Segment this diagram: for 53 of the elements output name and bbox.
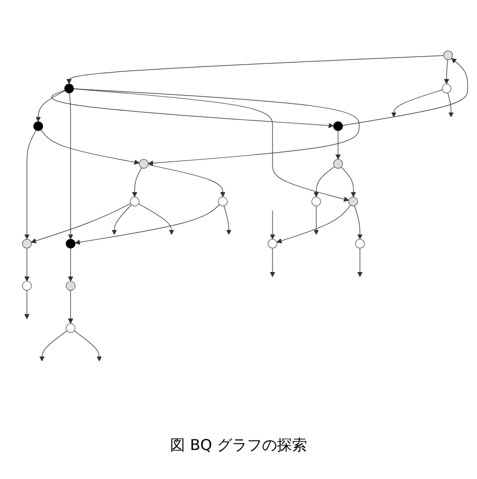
node-circle <box>310 196 321 206</box>
node-circle <box>65 238 75 248</box>
node-circle <box>217 196 228 206</box>
arrow <box>72 88 359 166</box>
figure-caption: 図 BQ グラフの探索 <box>170 436 307 455</box>
arrow <box>73 330 102 362</box>
arrow <box>390 89 442 118</box>
arrow <box>40 129 139 165</box>
arrow <box>111 204 132 235</box>
arrow <box>147 164 225 198</box>
arrow <box>30 203 130 244</box>
arrow <box>66 55 444 84</box>
node-circle <box>267 238 277 248</box>
node-circle <box>348 196 358 206</box>
arrow <box>24 290 30 320</box>
arrow <box>223 205 231 235</box>
arrow <box>276 204 350 244</box>
arrow <box>313 206 318 235</box>
node-circle <box>129 196 139 206</box>
node-circle <box>138 158 148 169</box>
node-circle <box>65 323 75 333</box>
arrow <box>38 330 67 362</box>
node-circle <box>32 121 43 131</box>
arrow <box>443 59 449 84</box>
node-circle <box>65 281 75 291</box>
arrow <box>342 58 468 126</box>
arrow <box>67 92 73 240</box>
node-circle <box>441 84 451 94</box>
arrow <box>446 92 454 118</box>
arrow <box>24 130 36 240</box>
arrow <box>50 90 334 128</box>
node-circle <box>442 50 452 60</box>
arrow <box>35 90 65 122</box>
arrow <box>334 130 340 160</box>
arrow <box>72 88 349 202</box>
arrow <box>138 203 174 235</box>
node-circle <box>22 238 32 248</box>
arrow <box>356 248 362 278</box>
arrow <box>269 248 275 278</box>
node-circle <box>332 121 342 131</box>
arrow <box>340 166 356 198</box>
arrow <box>354 205 362 240</box>
arrow <box>132 167 142 198</box>
node-circle <box>332 158 342 169</box>
node-circle <box>22 281 32 291</box>
arrow <box>24 248 30 282</box>
arrow <box>67 290 73 324</box>
arrow <box>74 204 220 245</box>
arrow <box>269 210 275 240</box>
arrow <box>313 166 334 198</box>
node-circle <box>64 84 74 94</box>
node-circle <box>354 238 364 248</box>
arrow <box>67 248 73 282</box>
